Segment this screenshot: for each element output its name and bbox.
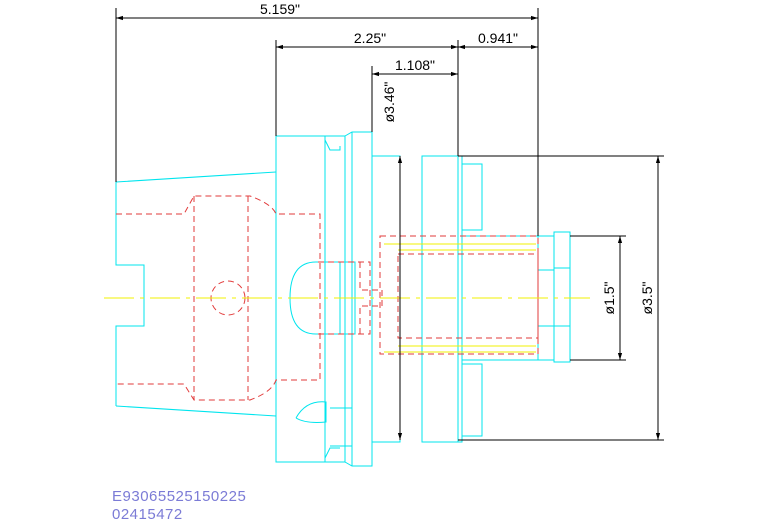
dimension-lines — [115, 8, 664, 441]
serial-number: 02415472 — [112, 506, 183, 523]
part-number: E93065525150225 — [112, 488, 247, 505]
dim-flange-to-face: 2.25" — [354, 30, 386, 46]
dim-flange-diameter: ø3.46" — [381, 82, 397, 123]
centerline — [104, 243, 590, 353]
dim-face-to-end: 0.941" — [478, 30, 518, 46]
dim-pilot-diameter: ø1.5" — [601, 281, 617, 314]
tool-outline — [115, 131, 571, 467]
dim-body-diameter: ø3.5" — [639, 281, 655, 314]
dim-pilot-length: 1.108" — [395, 57, 435, 73]
dim-overall-length: 5.159" — [260, 1, 300, 17]
